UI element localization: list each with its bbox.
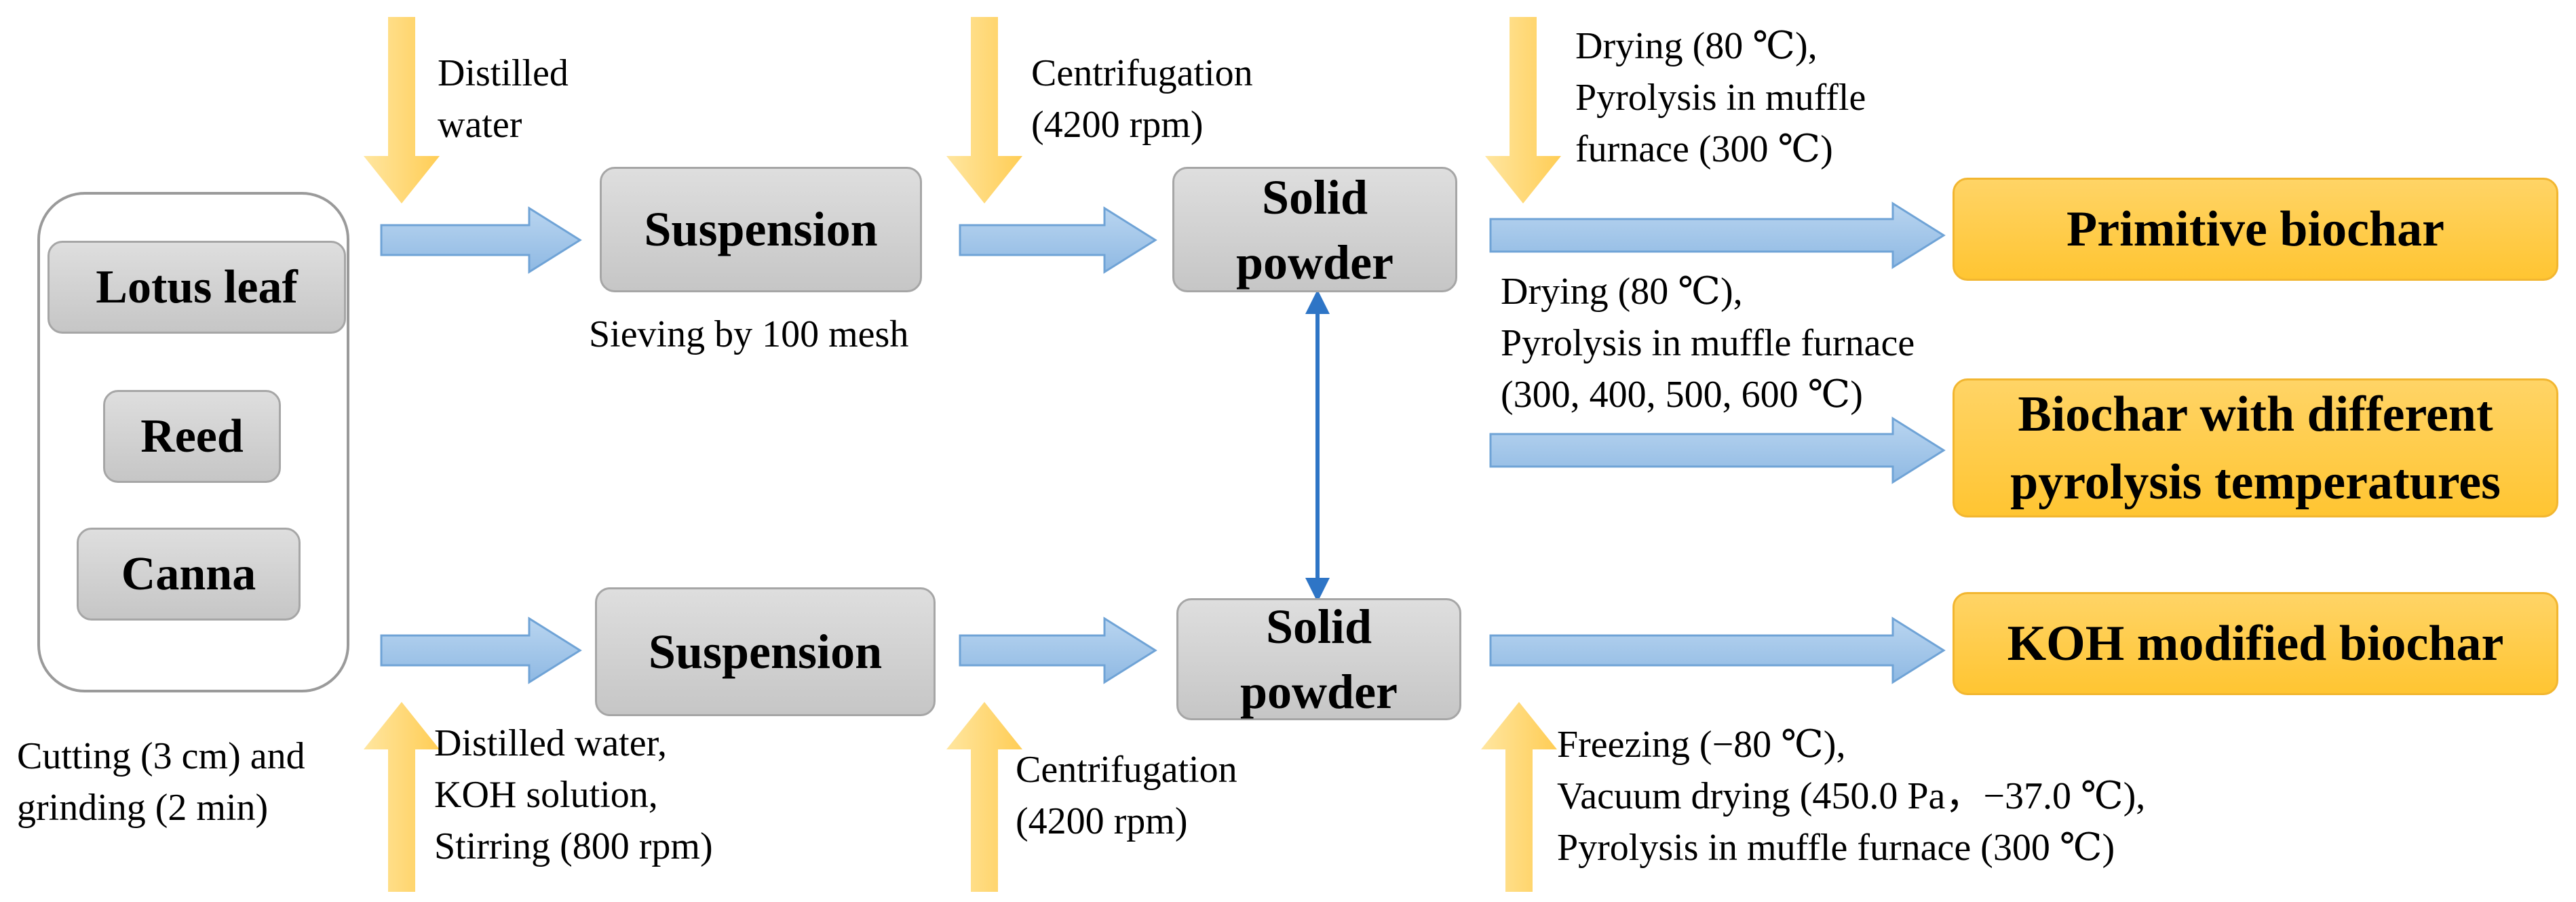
label-centrifugation-top: Centrifugation (4200 rpm) xyxy=(1031,52,1253,146)
suspension-box-bottom: Suspension xyxy=(595,587,936,716)
product-koh-modified-biochar: KOH modified biochar xyxy=(1953,592,2558,695)
input-arrow-centrifugation-top xyxy=(946,17,1022,203)
solid-powder-link-arrow xyxy=(1305,290,1330,602)
label-freezing-vacuum: Freezing (−80 ℃), Vacuum drying (450.0 P… xyxy=(1557,724,2146,869)
input-arrow-drying-top xyxy=(1485,17,1561,203)
solid-powder-top-line2: powder xyxy=(1236,235,1393,290)
raw-material-lotus-leaf: Lotus leaf xyxy=(47,241,346,334)
label-koh-solution: Distilled water, KOH solution, Stirring … xyxy=(434,722,713,867)
solid-powder-top-line1: Solid xyxy=(1261,170,1368,224)
flow-arrow-to-suspension-top xyxy=(380,206,582,274)
raw-material-reed: Reed xyxy=(103,390,281,483)
solid-powder-box-top: Solid powder xyxy=(1172,167,1457,292)
suspension-box-top: Suspension xyxy=(600,167,922,292)
solid-powder-box-bottom: Solid powder xyxy=(1176,598,1461,720)
product-different-temps-line1: Biochar with different xyxy=(2018,386,2493,442)
label-drying-top: Drying (80 ℃), Pyrolysis in muffle furna… xyxy=(1575,25,1866,170)
product-different-temperatures: Biochar with different pyrolysis tempera… xyxy=(1953,378,2558,517)
solid-powder-bottom-line1: Solid xyxy=(1265,600,1372,654)
product-different-temps-line2: pyrolysis temperatures xyxy=(2010,454,2501,510)
input-arrow-distilled-water xyxy=(364,17,440,203)
solid-powder-bottom-line2: powder xyxy=(1240,665,1398,719)
label-distilled-water: Distilled water xyxy=(438,52,569,146)
flow-arrow-to-different-temps xyxy=(1489,416,1946,484)
input-arrow-freezing xyxy=(1481,702,1557,892)
label-centrifugation-bottom: Centrifugation (4200 rpm) xyxy=(1016,749,1237,842)
flow-arrow-to-primitive xyxy=(1489,201,1946,269)
label-sieving: Sieving by 100 mesh xyxy=(589,313,909,355)
flow-arrow-to-solid-top xyxy=(959,206,1157,274)
label-drying-different-temps: Drying (80 ℃), Pyrolysis in muffle furna… xyxy=(1501,271,1915,416)
flow-arrow-to-koh-biochar xyxy=(1489,616,1946,684)
raw-material-canna: Canna xyxy=(77,528,301,621)
input-arrow-koh xyxy=(364,702,440,892)
flow-arrow-to-solid-bottom xyxy=(959,616,1157,684)
product-primitive-biochar: Primitive biochar xyxy=(1953,178,2558,281)
input-arrow-centrifugation-bottom xyxy=(946,702,1022,892)
flow-arrow-to-suspension-bottom xyxy=(380,616,582,684)
label-cutting-grinding: Cutting (3 cm) and grinding (2 min) xyxy=(17,735,305,829)
